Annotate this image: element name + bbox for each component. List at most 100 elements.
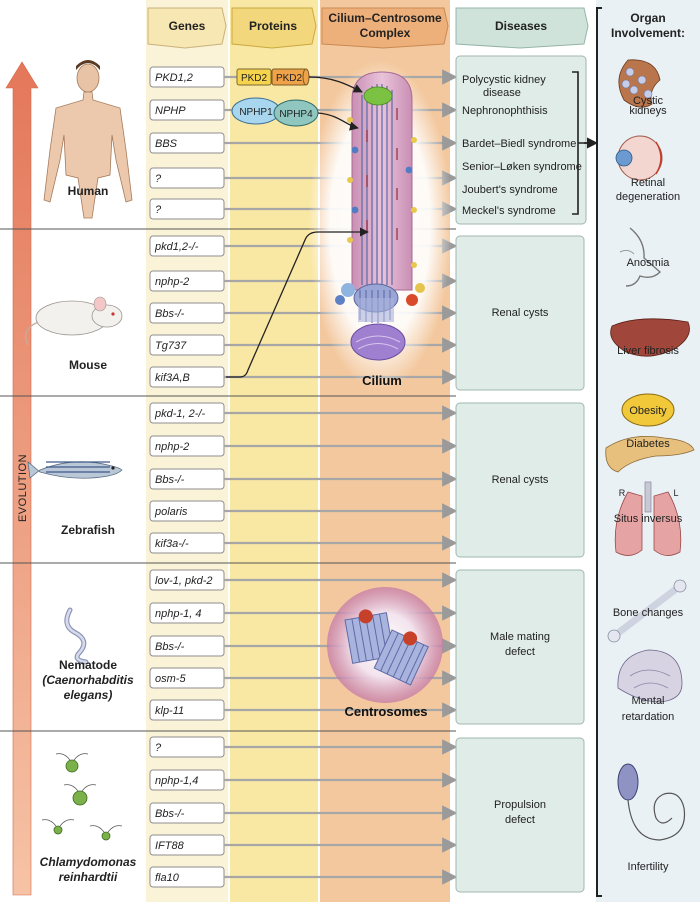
gene-label: ?: [155, 204, 162, 216]
group-disease-label: defect: [505, 646, 535, 658]
situs-side-left: L: [673, 488, 678, 498]
organ-bone-changes: Bone changes: [607, 579, 687, 643]
sperm-icon: [617, 763, 686, 841]
chlamydomonas-icon: [41, 753, 123, 841]
organ-label-infertility: Infertility: [628, 861, 669, 873]
organ-label-cystic-kidneys: kidneys: [629, 105, 667, 117]
organ-header-line2: Involvement:: [611, 26, 685, 40]
gene-label: NPHP: [155, 105, 186, 117]
kidney-icon: [618, 59, 661, 108]
organism-name-nematode: elegans): [64, 688, 113, 702]
bone-icon: [607, 579, 687, 643]
organism-name-chlamydomonas: Chlamydomonas: [40, 855, 137, 869]
human-disease-label: Senior–Løken syndrome: [462, 161, 582, 173]
organ-mental-retardation: Mental retardation: [617, 649, 683, 723]
eye-icon: [615, 135, 663, 181]
genes-header-shape: [147, 7, 227, 49]
human-disease-label: Joubert's syndrome: [462, 184, 558, 196]
gene-label: nphp-1,4: [155, 775, 198, 787]
organ-infertility: Infertility: [617, 763, 686, 873]
gene-label: ?: [155, 173, 162, 185]
gene-label: kif3A,B: [155, 372, 190, 384]
gene-label: polaris: [154, 506, 188, 518]
group-disease-panel: [455, 737, 585, 893]
organ-header-line1: Organ: [630, 11, 665, 25]
organ-label-cystic-kidneys: Cystic: [633, 95, 663, 107]
protein-nphp-pair: NPHP1 NPHP4: [231, 97, 319, 127]
complex-header-shape: [321, 7, 449, 49]
protein-pkd2-pair: PKD2 PKD2: [236, 68, 310, 86]
organism-name-nematode: Nematode: [59, 658, 117, 672]
nphp-to-cilium-arrow: [317, 112, 359, 131]
organism-name-zebrafish: Zebrafish: [61, 523, 115, 537]
gene-label: nphp-2: [155, 441, 189, 453]
organ-label-liver-fibrosis: Liver fibrosis: [617, 345, 679, 357]
human-disease-label: disease: [483, 87, 521, 99]
human-disease-label: Nephronophthisis: [462, 105, 548, 117]
organism-name-chlamydomonas: reinhardtii: [59, 870, 118, 884]
liver-icon: [610, 318, 690, 357]
gene-label: pkd1,2-/-: [154, 241, 199, 253]
lungs-icon: [614, 481, 682, 556]
human-disease-panel: [455, 55, 587, 225]
cilium-tip: [363, 86, 393, 106]
human-figure-icon: [43, 60, 133, 219]
gene-label: osm-5: [155, 673, 186, 685]
group-disease-label: Renal cysts: [492, 474, 549, 486]
complex-header-line2: Complex: [360, 26, 411, 40]
organ-label-anosmia: Anosmia: [627, 257, 671, 269]
organism-human: Human: [43, 60, 133, 219]
nematode-icon: [64, 607, 89, 665]
obesity-icon: [621, 393, 675, 427]
organism-mouse: Mouse: [24, 296, 123, 372]
evolution-label: EVOLUTION: [17, 454, 29, 522]
organ-liver-fibrosis: Liver fibrosis: [610, 318, 690, 357]
organism-name-mouse: Mouse: [69, 358, 107, 372]
gene-label: ?: [155, 742, 162, 754]
brain-icon: [617, 649, 683, 703]
proteins-header-shape: [231, 7, 317, 49]
gene-label: Bbs-/-: [155, 474, 185, 486]
centrosomes-label: Centrosomes: [344, 704, 427, 719]
organ-label-mental-retardation: retardation: [622, 711, 675, 723]
human-disease-label: Meckel's syndrome: [462, 205, 556, 217]
gene-label: fla10: [155, 872, 180, 884]
gene-label: klp-11: [155, 705, 184, 717]
group-disease-panel: [455, 402, 585, 558]
organ-obesity: Obesity: [621, 393, 675, 427]
organ-diabetes: Diabetes: [605, 435, 695, 473]
group-disease-panel: [455, 235, 585, 391]
organ-label-bone-changes: Bone changes: [613, 607, 684, 619]
genes-header: Genes: [169, 19, 206, 33]
centrosome-illustration: Centrosomes: [327, 587, 443, 719]
organ-label-retinal-degeneration: Retinal: [631, 177, 665, 189]
gene-label: Bbs-/-: [155, 808, 185, 820]
mouse-icon: [24, 296, 123, 346]
gene-label: IFT88: [155, 840, 185, 852]
gene-label: lov-1, pkd-2: [155, 575, 212, 587]
human-disease-label: Polycystic kidney: [462, 74, 546, 86]
kif3-to-cilium-arrow: [226, 227, 369, 378]
gene-label: PKD1,2: [155, 72, 193, 84]
gene-label: Bbs-/-: [155, 308, 185, 320]
organ-label-diabetes: Diabetes: [626, 438, 670, 450]
protein-nphp1: NPHP1: [239, 107, 273, 118]
group-disease-panel: [455, 569, 585, 725]
diseases-header-shape: [455, 7, 589, 49]
pancreas-icon: [605, 435, 695, 473]
proteins-column: [230, 0, 318, 902]
organ-anosmia: Anosmia: [619, 227, 671, 287]
group-disease-label: Male mating: [490, 631, 550, 643]
proteins-header: Proteins: [249, 19, 297, 33]
protein-pkd2-b: PKD2: [276, 73, 303, 84]
organ-label-obesity: Obesity: [629, 405, 667, 417]
centriole-right: [373, 629, 429, 686]
cilium-label: Cilium: [362, 373, 402, 388]
gene-label: Bbs-/-: [155, 641, 185, 653]
organ-label-mental-retardation: Mental: [631, 695, 664, 707]
